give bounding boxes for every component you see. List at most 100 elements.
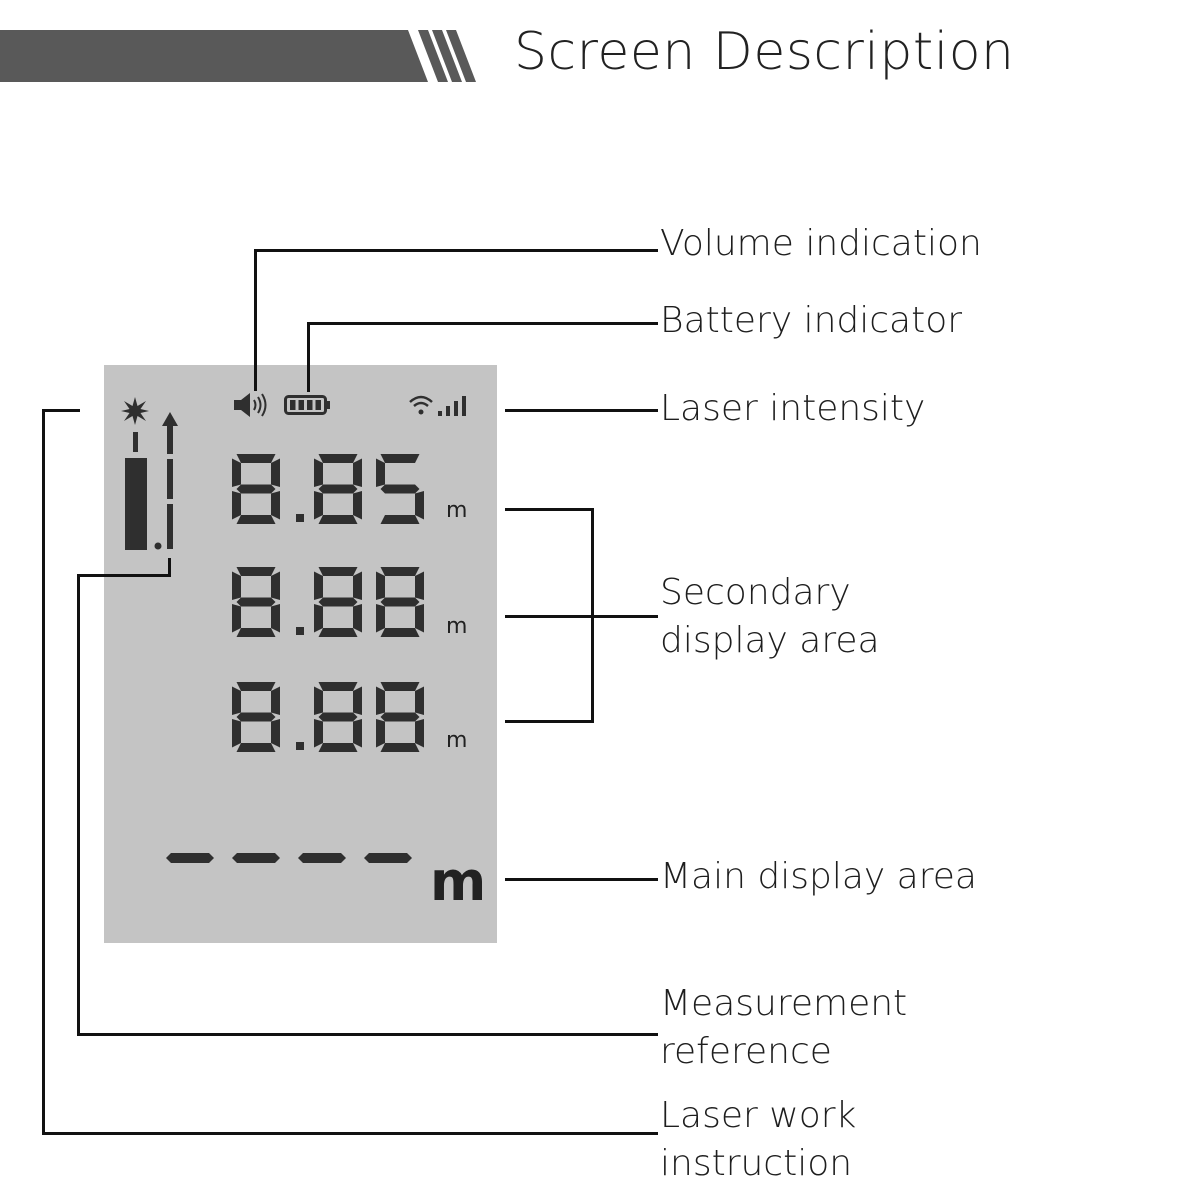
measurement-leader-up	[168, 558, 171, 576]
segment-g	[380, 712, 420, 722]
segment-e	[232, 604, 241, 633]
battery-leader-v	[307, 322, 310, 392]
segment-b	[415, 571, 424, 600]
segment-f	[314, 458, 323, 487]
segment-a	[380, 567, 420, 576]
segment-b	[271, 686, 280, 715]
segment-f	[232, 458, 241, 487]
segment-a	[236, 682, 276, 691]
segment-d	[236, 515, 276, 524]
segment-e	[376, 604, 385, 633]
speaker-volume-icon	[234, 393, 267, 417]
segment-d	[318, 743, 358, 752]
laser-work-leader-h-short	[42, 409, 80, 412]
label-battery-indicator: Battery indicator	[660, 300, 963, 341]
segment-b	[353, 458, 362, 487]
segment-c	[415, 604, 424, 633]
reading-1-unit: m	[446, 498, 468, 523]
page-title: Screen Description	[514, 22, 1015, 82]
main-dash	[364, 853, 412, 863]
segment-g	[318, 712, 358, 722]
label-laser-work-1: Laser work	[660, 1095, 857, 1136]
segment-b	[353, 686, 362, 715]
segment-c	[353, 604, 362, 633]
main-dash	[166, 853, 214, 863]
main-display-dashes	[166, 853, 412, 863]
segment-g	[380, 597, 420, 607]
segment-b	[271, 571, 280, 600]
segment-f	[232, 571, 241, 600]
segment-d	[380, 743, 420, 752]
signal-bar	[446, 406, 450, 416]
laser-intensity-signal-icon	[409, 395, 466, 416]
segment-c	[415, 719, 424, 748]
laser-intensity-leader	[505, 409, 658, 412]
reading-2-unit: m	[446, 614, 468, 639]
measurement-leader-h-short	[77, 574, 171, 577]
reading-2-digits	[232, 567, 424, 637]
segment-b	[353, 571, 362, 600]
label-main-display: Main display area	[660, 856, 977, 897]
segment-g	[236, 597, 276, 607]
measurement-leader-v	[77, 574, 80, 1036]
segment-g	[380, 484, 420, 494]
label-measurement-reference-2: reference	[660, 1031, 832, 1072]
battery-bar	[315, 400, 321, 410]
segment-a	[318, 454, 358, 463]
segment-f	[314, 571, 323, 600]
segment-g	[236, 712, 276, 722]
label-secondary-display-2: display area	[660, 620, 880, 661]
label-volume-indication: Volume indication	[660, 223, 982, 264]
segment-d	[236, 743, 276, 752]
battery-bar	[290, 400, 296, 410]
segment-d	[380, 628, 420, 637]
segment-e	[314, 719, 323, 748]
laser-work-leader-v	[42, 409, 45, 1135]
segment-g	[318, 484, 358, 494]
segment-c	[353, 719, 362, 748]
segment-c	[271, 719, 280, 748]
label-secondary-display-1: Secondary	[660, 572, 851, 613]
battery-leader-h	[307, 322, 658, 325]
segment-c	[353, 491, 362, 520]
secondary-bracket-mid	[505, 615, 658, 618]
label-laser-work-2: instruction	[660, 1143, 853, 1184]
segment-f	[232, 686, 241, 715]
segment-a	[318, 682, 358, 691]
header-bar	[0, 30, 476, 82]
main-dash	[298, 853, 346, 863]
segment-e	[314, 491, 323, 520]
segment-d	[318, 515, 358, 524]
reading-3-unit: m	[446, 728, 468, 753]
segment-b	[271, 458, 280, 487]
segment-d	[318, 628, 358, 637]
segment-c	[271, 491, 280, 520]
segment-f	[314, 686, 323, 715]
segment-c	[415, 491, 424, 520]
decimal-point	[296, 742, 304, 750]
segment-f	[376, 458, 385, 487]
signal-bar	[462, 396, 466, 416]
reading-3-digits	[232, 682, 424, 752]
segment-c	[271, 604, 280, 633]
battery-bar	[298, 400, 304, 410]
segment-e	[376, 719, 385, 748]
segment-a	[236, 567, 276, 576]
main-display-leader	[505, 878, 658, 881]
measurement-reference-icon	[125, 412, 178, 550]
volume-leader-v	[254, 249, 257, 391]
decimal-point	[296, 627, 304, 635]
segment-a	[380, 454, 420, 463]
segment-a	[236, 454, 276, 463]
segment-f	[376, 686, 385, 715]
secondary-bracket-top	[505, 508, 594, 511]
segment-e	[314, 604, 323, 633]
segment-d	[236, 628, 276, 637]
segment-g	[236, 484, 276, 494]
segment-a	[380, 682, 420, 691]
main-dash	[232, 853, 280, 863]
label-measurement-reference-1: Measurement	[660, 983, 908, 1024]
signal-bar	[454, 401, 458, 416]
decimal-point	[296, 514, 304, 522]
main-display-unit: m	[430, 850, 487, 913]
